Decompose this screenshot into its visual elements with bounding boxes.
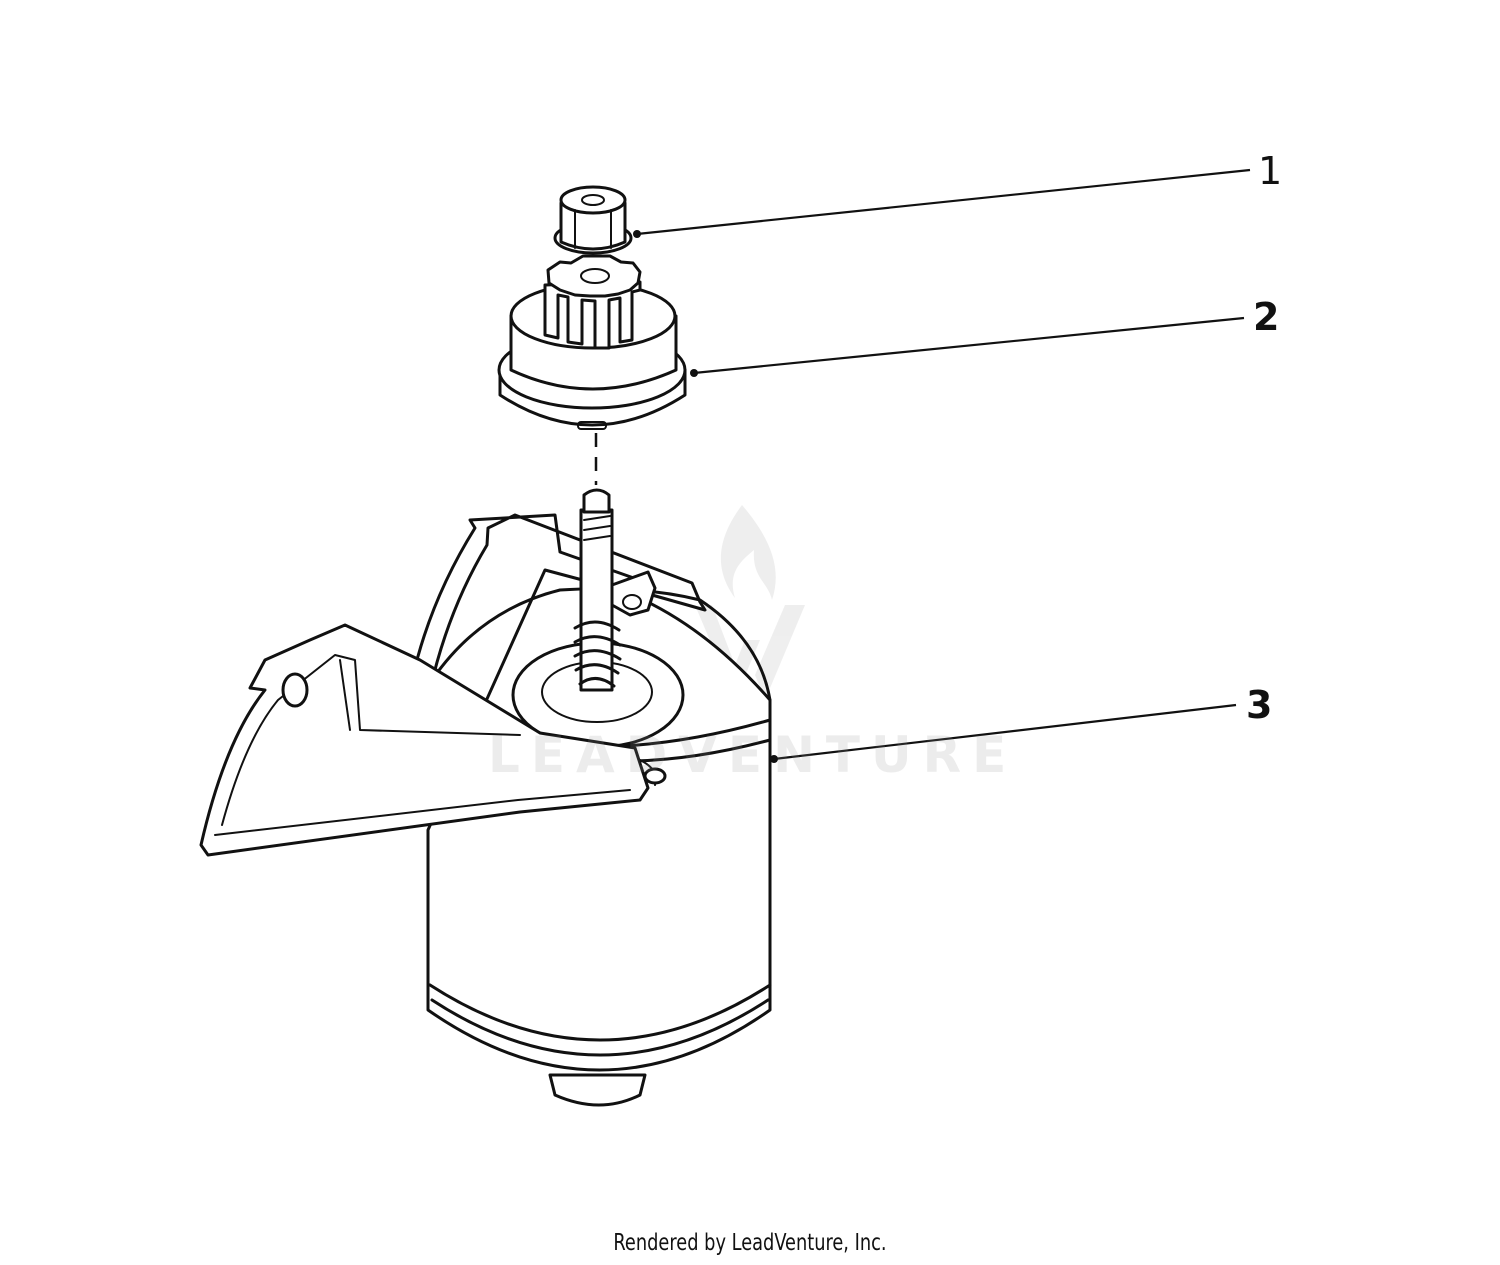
callout-number-3: 3 xyxy=(1246,683,1273,727)
part-1-nut xyxy=(553,185,633,255)
footer-credit: Rendered by LeadVenture, Inc. xyxy=(613,1230,887,1256)
part-2-pinion-gear xyxy=(497,254,687,430)
part-3-starter-motor xyxy=(199,488,772,1107)
callout-number-2: 2 xyxy=(1253,295,1280,339)
watermark-text: LEADVENTURE xyxy=(488,726,1018,784)
callout-number-1: 1 xyxy=(1258,149,1283,193)
leader-lines xyxy=(633,168,1251,763)
